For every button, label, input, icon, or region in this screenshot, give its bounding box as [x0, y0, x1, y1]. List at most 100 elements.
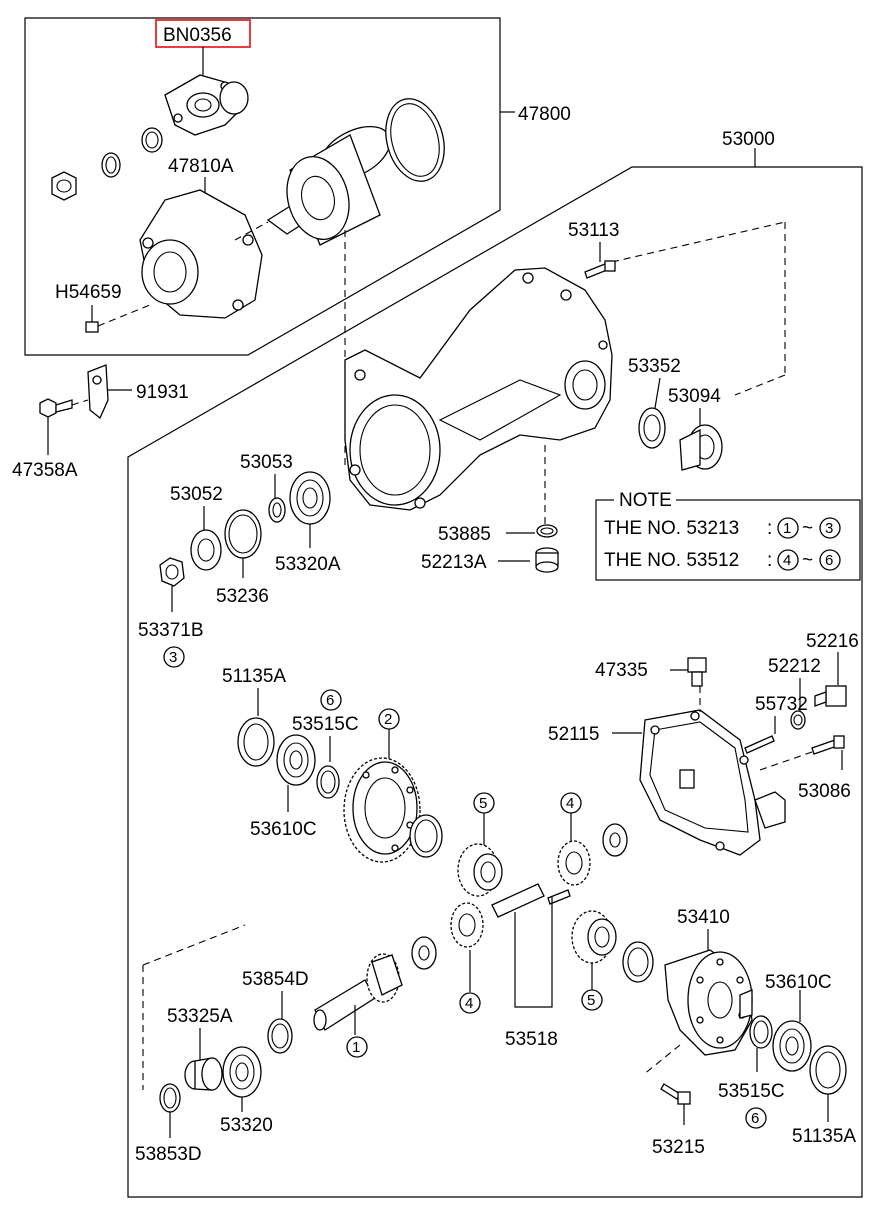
bolt-h54659 — [85, 304, 151, 333]
circle-5-bottom-text: 5 — [587, 992, 595, 1009]
lock-nut-47800 — [51, 171, 77, 201]
bolt-53215 — [660, 1083, 691, 1105]
label-53086[interactable]: 53086 — [798, 781, 851, 802]
circle-1-pinion — [346, 1036, 368, 1058]
label-53320a[interactable]: 53320A — [275, 554, 341, 575]
label-53320[interactable]: 53320 — [220, 1115, 273, 1136]
label-53610c-left[interactable]: 53610C — [250, 819, 317, 840]
lock-nut-53371b — [159, 557, 185, 587]
shim-53515c-top — [316, 765, 340, 799]
label-53371b[interactable]: 53371B — [138, 620, 204, 641]
circle-5-top-text: 5 — [479, 795, 487, 812]
flange-housing-47810a — [139, 189, 263, 319]
bracket-91931 — [87, 364, 109, 420]
label-53518[interactable]: 53518 — [505, 1029, 558, 1050]
label-53000[interactable]: 53000 — [722, 129, 775, 150]
note-row2-to: 6 — [825, 552, 833, 569]
label-52115[interactable]: 52115 — [548, 724, 599, 745]
label-53236[interactable]: 53236 — [216, 586, 269, 607]
label-52213a[interactable]: 52213A — [421, 552, 487, 573]
note-row1-colon: : — [767, 518, 772, 539]
bolt-53113 — [584, 260, 616, 279]
note-row1-from: 1 — [783, 520, 791, 537]
dash-bolt-53086 — [759, 751, 813, 771]
label-53610c-right[interactable]: 53610C — [765, 972, 832, 993]
bearing-53320a — [289, 471, 331, 525]
circle-4-bottom — [459, 992, 481, 1014]
label-bn0356[interactable]: BN0356 — [163, 25, 232, 46]
spacer-ring-53236 — [224, 509, 262, 559]
dash-bolt-53215 — [642, 1044, 681, 1076]
dash-carrier-top — [611, 221, 786, 263]
circle-6-bottom — [745, 1107, 767, 1129]
label-52212[interactable]: 52212 — [768, 656, 821, 677]
label-53094[interactable]: 53094 — [668, 386, 721, 407]
leader-53352 — [654, 377, 661, 409]
pinion-mate-top — [557, 840, 591, 886]
note-row2-colon: : — [767, 550, 772, 571]
label-h54659[interactable]: H54659 — [55, 282, 122, 303]
label-53410[interactable]: 53410 — [677, 907, 730, 928]
side-gear-right — [571, 910, 617, 964]
differential-case-53410 — [622, 941, 753, 1056]
label-53352[interactable]: 53352 — [628, 356, 681, 377]
washer-pinion-bottom — [411, 936, 437, 970]
label-53515c-top[interactable]: 53515C — [292, 714, 359, 735]
note-row2-circle-to — [819, 549, 841, 571]
note-box: NOTE THE NO. 53213 : 1 ~ 3 THE NO. 53512… — [595, 490, 861, 581]
bearing-53610c-left — [276, 734, 316, 786]
label-51135a-top[interactable]: 51135A — [222, 666, 286, 687]
circle-4-top-text: 4 — [566, 795, 574, 812]
shim-53515c-bottom — [749, 1015, 773, 1049]
label-53053[interactable]: 53053 — [240, 452, 293, 473]
label-47800[interactable]: 47800 — [518, 104, 571, 125]
plug-52216 — [814, 685, 847, 707]
note-row1-tilde: ~ — [802, 518, 813, 539]
label-53853d[interactable]: 53853D — [135, 1144, 202, 1165]
flange-yoke-part — [164, 74, 249, 136]
bearing-53320 — [222, 1046, 262, 1098]
note-row1-text: THE NO. 53213 — [604, 518, 739, 539]
side-gear-left — [457, 843, 503, 897]
label-52216[interactable]: 52216 — [806, 631, 859, 652]
label-51135a-bottom[interactable]: 51135A — [792, 1126, 856, 1147]
label-53052[interactable]: 53052 — [170, 484, 223, 505]
dash-pinion-top — [142, 924, 246, 966]
label-53325a[interactable]: 53325A — [167, 1006, 233, 1027]
circle-3-53371b — [163, 646, 185, 668]
label-47810a[interactable]: 47810A — [168, 156, 234, 177]
label-47335[interactable]: 47335 — [595, 660, 648, 681]
label-53854d[interactable]: 53854D — [242, 969, 309, 990]
label-55732[interactable]: 55732 — [755, 694, 808, 715]
viscous-coupling-part — [286, 125, 391, 246]
circle-1-pinion-text: 1 — [352, 1039, 360, 1056]
rear-cover-52115 — [639, 709, 786, 856]
label-53515c-bottom[interactable]: 53515C — [718, 1081, 785, 1102]
bolt-47358a — [39, 398, 73, 418]
drain-plug-52213a — [535, 547, 559, 573]
shim-53854d — [267, 1018, 293, 1054]
label-53885[interactable]: 53885 — [438, 524, 491, 545]
oil-seal-53352 — [638, 407, 666, 449]
shim-53853d — [159, 1083, 181, 1113]
differential-carrier-housing — [344, 267, 613, 511]
gasket-53885 — [536, 524, 558, 538]
washer-small-1 — [141, 127, 163, 153]
washer-small-2 — [101, 152, 121, 178]
label-47358a[interactable]: 47358A — [12, 460, 78, 481]
label-53215[interactable]: 53215 — [652, 1137, 705, 1158]
label-53113[interactable]: 53113 — [568, 220, 619, 241]
oil-seal-51135a-bottom — [809, 1045, 847, 1095]
note-row2-circle-from — [777, 549, 799, 571]
note-row2-tilde: ~ — [802, 550, 813, 571]
circle-5-bottom — [581, 989, 603, 1011]
label-91931[interactable]: 91931 — [136, 382, 189, 403]
bearing-53610c-right — [772, 1020, 812, 1072]
note-row1-circle-to — [819, 517, 841, 539]
circle-2-ring-text: 2 — [384, 711, 392, 728]
circle-6-bottom-text: 6 — [751, 1110, 759, 1127]
note-row1-circle-from — [777, 517, 799, 539]
oil-seal-53052 — [190, 529, 222, 571]
companion-flange-53094 — [679, 424, 723, 471]
